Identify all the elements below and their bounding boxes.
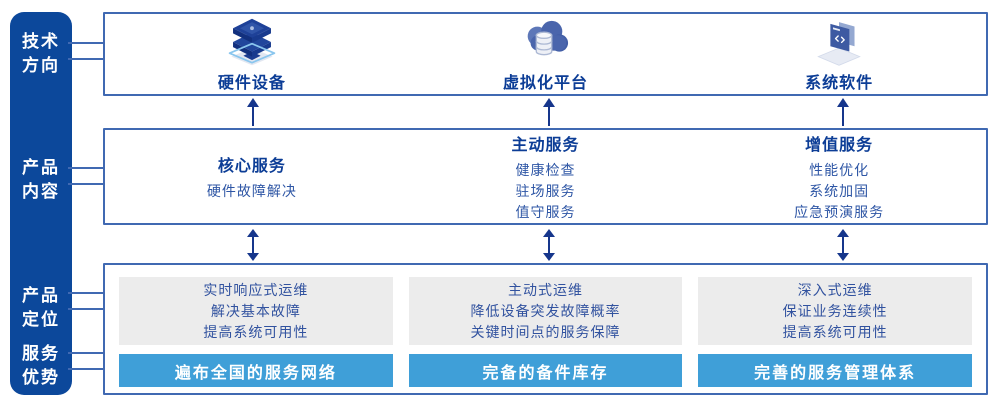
service-item: 应急预演服务: [794, 203, 885, 220]
connector-line: [68, 352, 105, 354]
connector-line: [68, 58, 105, 60]
tech-item-virtualization: 虚拟化平台: [399, 14, 693, 94]
advantage-banner: 完备的备件库存: [408, 354, 683, 387]
service-item: 驻场服务: [515, 182, 576, 199]
category-sidebar: 技术方向 产品内容 产品定位 服务优势: [10, 12, 72, 395]
connector-line: [68, 368, 105, 370]
sidebar-label-text: 产品内容: [22, 158, 60, 201]
position-line: 提高系统可用性: [203, 323, 309, 340]
tech-item-hardware: 硬件设备: [105, 14, 399, 94]
up-arrow-icon: [542, 98, 556, 126]
tech-item-label: 虚拟化平台: [502, 75, 588, 92]
position-col-deep: 深入式运维 保证业务连续性 提高系统可用性 完善的服务管理体系: [698, 277, 972, 393]
service-col-proactive: 主动服务 健康检查 驻场服务 值守服务: [399, 130, 693, 223]
service-col-title: 增值服务: [805, 136, 874, 154]
sidebar-label-text: 产品定位: [22, 286, 60, 329]
position-line: 保证业务连续性: [782, 302, 888, 319]
up-arrow-icon: [836, 98, 850, 126]
service-item: 值守服务: [515, 203, 576, 220]
product-position-box: 实时响应式运维 解决基本故障 提高系统可用性 遍布全国的服务网络 主动式运维 降…: [103, 263, 988, 395]
position-col-proactive: 主动式运维 降低设备突发故障概率 关键时间点的服务保障 完备的备件库存: [408, 277, 683, 393]
service-item: 健康检查: [515, 161, 576, 178]
sidebar-label-text: 服务优势: [22, 344, 60, 387]
connector-line: [68, 308, 105, 310]
connector-line: [68, 292, 105, 294]
position-card: 主动式运维 降低设备突发故障概率 关键时间点的服务保障: [408, 277, 683, 345]
connector-line: [68, 167, 105, 169]
tech-item-system-software: 系统软件: [692, 14, 986, 94]
sidebar-label-product-content: 产品内容: [10, 156, 72, 204]
service-item: 性能优化: [809, 161, 870, 178]
product-content-box: 核心服务 硬件故障解决 主动服务 健康检查 驻场服务 值守服务 增值服务 性能优…: [103, 128, 988, 225]
advantage-banner: 完善的服务管理体系: [698, 354, 972, 387]
position-line: 降低设备突发故障概率: [470, 302, 621, 319]
position-line: 关键时间点的服务保障: [470, 323, 621, 340]
position-card: 实时响应式运维 解决基本故障 提高系统可用性: [119, 277, 393, 345]
position-line: 解决基本故障: [210, 302, 301, 319]
service-col-value-added: 增值服务 性能优化 系统加固 应急预演服务: [692, 130, 986, 223]
sidebar-label-service-advantage: 服务优势: [10, 342, 72, 390]
sidebar-label-tech-direction: 技术方向: [10, 30, 72, 78]
service-col-title: 核心服务: [217, 157, 286, 175]
position-col-realtime: 实时响应式运维 解决基本故障 提高系统可用性 遍布全国的服务网络: [119, 277, 393, 393]
position-line: 深入式运维: [797, 281, 873, 298]
connector-line: [68, 42, 105, 44]
tech-direction-box: 硬件设备: [103, 12, 988, 96]
cloud-database-icon: [515, 17, 575, 67]
service-col-core: 核心服务 硬件故障解决: [105, 130, 399, 223]
tech-item-label: 系统软件: [805, 75, 874, 92]
up-arrow-icon: [246, 98, 260, 126]
position-line: 主动式运维: [507, 281, 583, 298]
connector-line: [68, 183, 105, 185]
double-arrow-icon: [542, 229, 556, 261]
sidebar-label-product-position: 产品定位: [10, 284, 72, 332]
advantage-banner: 遍布全国的服务网络: [119, 354, 393, 387]
position-line: 提高系统可用性: [782, 323, 888, 340]
double-arrow-icon: [836, 229, 850, 261]
service-item: 硬件故障解决: [206, 182, 297, 199]
position-line: 实时响应式运维: [203, 281, 309, 298]
sidebar-label-text: 技术方向: [22, 32, 60, 75]
tech-item-label: 硬件设备: [217, 75, 286, 92]
position-card: 深入式运维 保证业务连续性 提高系统可用性: [698, 277, 972, 345]
server-stack-icon: [222, 17, 282, 67]
service-col-title: 主动服务: [511, 136, 580, 154]
double-arrow-icon: [246, 229, 260, 261]
code-window-icon: [809, 17, 869, 67]
service-item: 系统加固: [809, 182, 870, 199]
